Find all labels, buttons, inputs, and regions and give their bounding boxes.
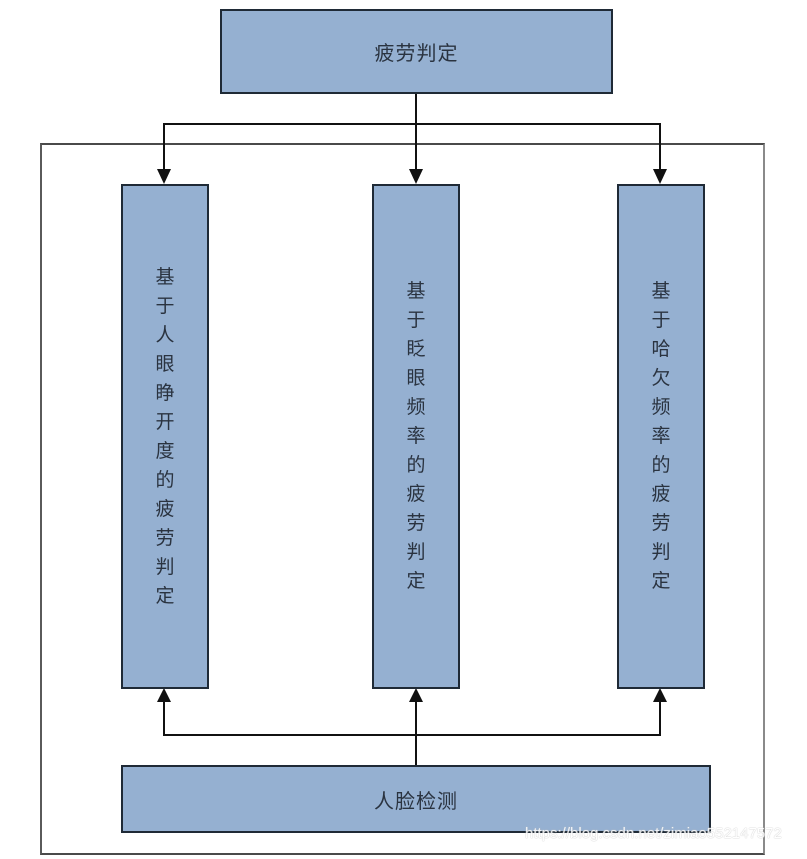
method-label-char: 基: [406, 280, 426, 302]
blink-frequency-method-node: 基于眨眼频率的疲劳判定: [372, 184, 460, 689]
method-label-char: 疲: [651, 483, 671, 505]
method-label-char: 劳: [406, 512, 426, 534]
method-label-char: 定: [651, 570, 671, 592]
method-label-char: 判: [651, 541, 671, 563]
method-label-char: 度: [155, 439, 175, 462]
method-label-char: 率: [651, 425, 671, 447]
method-label-char: 眼: [406, 367, 426, 389]
method-label-char: 人: [155, 323, 175, 346]
watermark-text: https://blog.csdn.net/zimiao552147572: [525, 825, 782, 842]
method-label-char: 判: [155, 555, 175, 578]
method-label-char: 疲: [155, 497, 175, 520]
method-label-char: 基: [651, 280, 671, 302]
method-label-char: 的: [155, 468, 175, 491]
method-label-char: 睁: [155, 381, 175, 404]
method-label-char: 定: [406, 570, 426, 592]
method-label-char: 频: [651, 396, 671, 418]
yawn-frequency-method-node: 基于哈欠频率的疲劳判定: [617, 184, 705, 689]
method-label-char: 劳: [155, 526, 175, 549]
method-label-char: 的: [651, 454, 671, 476]
face-detection-label: 人脸检测: [374, 788, 458, 813]
method-label-char: 眼: [155, 352, 175, 375]
face-detection-node: 人脸检测: [121, 765, 711, 833]
method-label-char: 劳: [651, 512, 671, 534]
method-label-char: 于: [406, 309, 426, 331]
method-label-char: 眨: [406, 338, 426, 360]
method-label-char: 哈: [651, 338, 671, 360]
fatigue-judgment-node: 疲劳判定: [220, 9, 613, 94]
method-label-char: 率: [406, 425, 426, 447]
fatigue-judgment-label: 疲劳判定: [374, 41, 459, 65]
method-label-char: 判: [406, 541, 426, 563]
method-label-char: 定: [155, 584, 175, 607]
method-label-char: 于: [651, 309, 671, 331]
method-label-char: 基: [155, 265, 175, 288]
method-label-char: 的: [406, 454, 426, 476]
method-label-char: 欠: [651, 367, 671, 389]
method-label-char: 频: [406, 396, 426, 418]
eye-openness-method-node: 基于人眼睁开度的疲劳判定: [121, 184, 209, 689]
method-label: 基于人眼睁开度的疲劳判定: [155, 263, 174, 611]
method-label: 基于眨眼频率的疲劳判定: [406, 277, 425, 596]
method-label-char: 疲: [406, 483, 426, 505]
method-label-char: 于: [155, 294, 175, 317]
method-label: 基于哈欠频率的疲劳判定: [651, 277, 670, 596]
method-label-char: 开: [155, 410, 175, 433]
